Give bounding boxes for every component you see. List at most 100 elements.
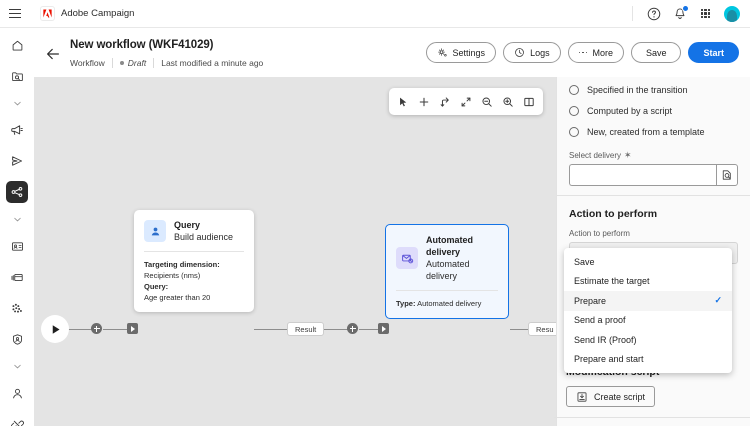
book-layout-icon[interactable]: [519, 91, 539, 112]
node-automated-delivery[interactable]: Automated delivery Automated delivery Ty…: [385, 224, 509, 319]
node-title: Query: [174, 220, 201, 230]
connector-line: [67, 328, 97, 330]
status-text: Draft: [127, 58, 147, 68]
radio-icon: [569, 84, 579, 95]
help-icon[interactable]: [646, 6, 661, 21]
sidebar-item-workflows[interactable]: [6, 181, 28, 203]
node-field-value: Age greater than 20: [144, 293, 211, 302]
fit-to-screen-icon[interactable]: [456, 91, 476, 112]
workflow-start-node[interactable]: [41, 315, 69, 343]
connector-arrow-icon[interactable]: [435, 91, 455, 112]
back-arrow-icon[interactable]: [45, 46, 61, 62]
left-sidebar: [0, 28, 34, 426]
workflow-type-label: Workflow: [70, 58, 105, 68]
radio-new-from-template[interactable]: New, created from a template: [569, 121, 738, 142]
select-delivery-label: Select delivery ✶: [569, 151, 738, 161]
divider: [396, 290, 498, 291]
status-dot-icon: [119, 61, 124, 65]
select-cursor-icon[interactable]: [393, 91, 413, 112]
transition-arrow: [127, 323, 138, 334]
radio-computed-by-script[interactable]: Computed by a script: [569, 100, 738, 121]
sidebar-item-deliveries[interactable]: [6, 150, 28, 172]
menu-item-save[interactable]: Save: [564, 252, 732, 272]
menu-item-prepare[interactable]: Prepare ✓: [564, 291, 732, 311]
sidebar-item-campaigns[interactable]: [6, 119, 28, 141]
adobe-logo-icon: [40, 6, 55, 21]
sidebar-item-users[interactable]: [6, 382, 28, 404]
hamburger-icon[interactable]: [0, 8, 30, 19]
menu-item-label: Send a proof: [574, 315, 626, 326]
brand: Adobe Campaign: [40, 6, 134, 21]
connector-line: [103, 328, 133, 330]
node-query[interactable]: Query Build audience Targeting dimension…: [134, 210, 254, 312]
start-label: Start: [703, 47, 724, 58]
logs-button[interactable]: Logs: [503, 42, 561, 63]
play-icon: [52, 324, 60, 334]
divider: [144, 251, 244, 252]
divider: [153, 58, 155, 68]
divider: [554, 417, 750, 418]
node-field-value: Recipients (nms): [144, 271, 201, 280]
workflow-header: New workflow (WKF41029) Workflow Draft L…: [34, 28, 750, 77]
sidebar-group-toggle-1[interactable]: [6, 96, 28, 110]
page-title: New workflow (WKF41029): [70, 39, 214, 51]
zoom-out-icon[interactable]: [477, 91, 497, 112]
more-button[interactable]: More: [567, 42, 624, 63]
select-delivery-input[interactable]: [569, 164, 716, 186]
divider: [632, 6, 633, 21]
node-field-value: Automated delivery: [417, 299, 482, 308]
settings-label: Settings: [452, 47, 486, 58]
node-field-label: Query:: [144, 282, 169, 291]
radio-label: New, created from a template: [587, 126, 705, 137]
zoom-in-icon[interactable]: [498, 91, 518, 112]
transition-label-result-2[interactable]: Resu: [528, 322, 562, 336]
query-user-icon: [144, 220, 166, 242]
start-button[interactable]: Start: [688, 42, 739, 63]
menu-item-send-ir-proof[interactable]: Send IR (Proof): [564, 330, 732, 350]
save-label: Save: [645, 47, 667, 58]
clock-icon: [515, 48, 524, 57]
sidebar-item-segments[interactable]: [6, 297, 28, 319]
sidebar-item-profiles[interactable]: [6, 235, 28, 257]
sidebar-item-unsubscribe[interactable]: [6, 413, 28, 426]
settings-button[interactable]: Settings: [425, 42, 497, 63]
sidebar-item-home[interactable]: [6, 34, 28, 56]
script-icon: [577, 391, 587, 402]
create-script-label: Create script: [594, 391, 646, 402]
sidebar-group-toggle-2[interactable]: [6, 212, 28, 226]
create-script-button[interactable]: Create script: [566, 386, 656, 407]
node-title: Automated delivery: [426, 235, 473, 257]
node-header: Query Build audience: [134, 210, 254, 251]
menu-item-prepare-and-start[interactable]: Prepare and start: [564, 350, 732, 370]
add-plus-icon[interactable]: [414, 91, 434, 112]
sidebar-group-toggle-3[interactable]: [6, 359, 28, 373]
transition-label-result-1[interactable]: Result: [287, 322, 325, 336]
field-label-text: Select delivery: [569, 151, 622, 160]
add-activity-button[interactable]: [347, 323, 358, 334]
sidebar-item-explorer[interactable]: [6, 65, 28, 87]
app-grid-icon[interactable]: [698, 6, 713, 21]
bell-icon[interactable]: [672, 5, 689, 21]
menu-item-send-a-proof[interactable]: Send a proof: [564, 311, 732, 331]
radio-specified-in-transition[interactable]: Specified in the transition: [569, 79, 738, 100]
top-bar: Adobe Campaign: [0, 0, 750, 28]
node-subtitle: Build audience: [174, 232, 234, 242]
save-button[interactable]: Save: [630, 42, 682, 63]
divider: [111, 58, 113, 68]
radio-icon: [569, 105, 579, 116]
user-avatar[interactable]: [724, 5, 740, 22]
search-document-icon[interactable]: [716, 164, 738, 186]
select-delivery-input-group: [569, 164, 738, 186]
sidebar-item-privacy[interactable]: [6, 328, 28, 350]
menu-item-label: Prepare and start: [574, 354, 644, 365]
more-dots-icon: [578, 51, 588, 54]
node-titles: Automated delivery Automated delivery: [426, 234, 498, 282]
section-title: Action to perform: [569, 208, 658, 220]
workflow-actions: Settings Logs More Save Start: [425, 42, 739, 63]
top-bar-actions: [632, 5, 750, 22]
menu-item-estimate-the-target[interactable]: Estimate the target: [564, 272, 732, 292]
connector-line: [254, 328, 292, 330]
sidebar-item-lists[interactable]: [6, 266, 28, 288]
add-activity-button[interactable]: [91, 323, 102, 334]
